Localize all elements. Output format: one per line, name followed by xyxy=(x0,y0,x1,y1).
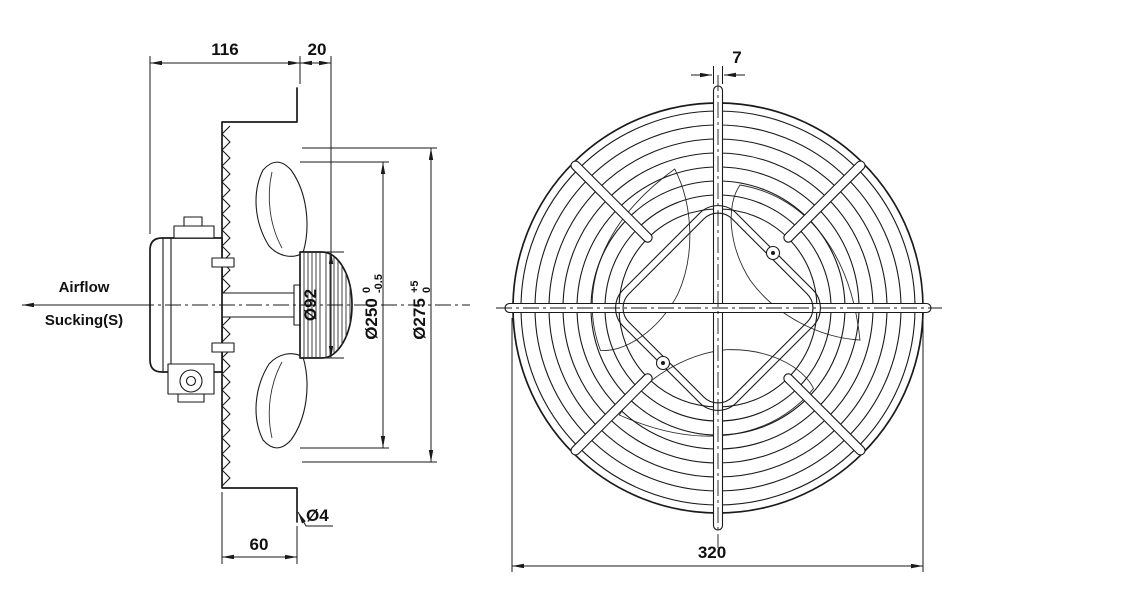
dim-opening-tol-lower: 0 xyxy=(421,287,433,293)
blade-upper xyxy=(255,161,308,257)
blade-lower xyxy=(255,353,308,449)
dim-opening-dia-label: Ø275 xyxy=(410,298,429,340)
spoke-diagonal-ne xyxy=(783,160,866,243)
dim-depth-116: 116 xyxy=(149,40,301,234)
dim-hole-dia-label: Ø4 xyxy=(306,506,329,525)
spoke-diagonal-se xyxy=(783,373,866,456)
airflow-label: Airflow xyxy=(59,279,110,296)
dim-opening-tol-upper: +5 xyxy=(409,280,421,293)
dim-guard-320: 320 xyxy=(511,318,924,572)
dim-flange-20: 20 xyxy=(300,40,332,252)
dim-opening-dia: Ø275 +5 0 xyxy=(302,147,437,463)
mounting-diamond xyxy=(615,205,821,411)
front-view: 7 320 xyxy=(496,48,942,572)
dim-hub-dia-label: Ø92 xyxy=(301,289,320,321)
dim-impeller-tol-upper: 0 xyxy=(361,287,373,293)
spoke-diagonal-sw xyxy=(570,373,653,456)
mounting-stud xyxy=(211,342,235,353)
dim-320-label: 320 xyxy=(698,543,726,562)
spoke-diagonal-nw xyxy=(570,160,653,243)
mounting-stud xyxy=(211,257,235,268)
dim-wire-7: 7 xyxy=(691,48,745,84)
dim-impeller-tol-lower: -0.5 xyxy=(373,274,385,293)
dim-plate-60: 60 xyxy=(221,492,298,564)
dim-hub-dia: Ø92 xyxy=(301,251,344,359)
cable-gland xyxy=(179,369,203,393)
side-view: 116 20 Airflow Sucking(S) Ø92 xyxy=(22,40,470,564)
airflow-annotation: Airflow Sucking(S) xyxy=(22,279,150,329)
dim-7-label: 7 xyxy=(732,48,741,67)
dim-60-label: 60 xyxy=(250,535,269,554)
sucking-label: Sucking(S) xyxy=(45,312,123,329)
motor xyxy=(149,216,305,403)
dim-hole-dia: Ø4 xyxy=(297,506,333,527)
dim-impeller-dia-label: Ø250 xyxy=(362,298,381,340)
motor-bracket xyxy=(173,225,215,239)
dim-20-label: 20 xyxy=(308,40,327,59)
dim-116-label: 116 xyxy=(211,40,238,59)
dim-impeller-dia: Ø250 0 -0.5 xyxy=(300,161,389,449)
